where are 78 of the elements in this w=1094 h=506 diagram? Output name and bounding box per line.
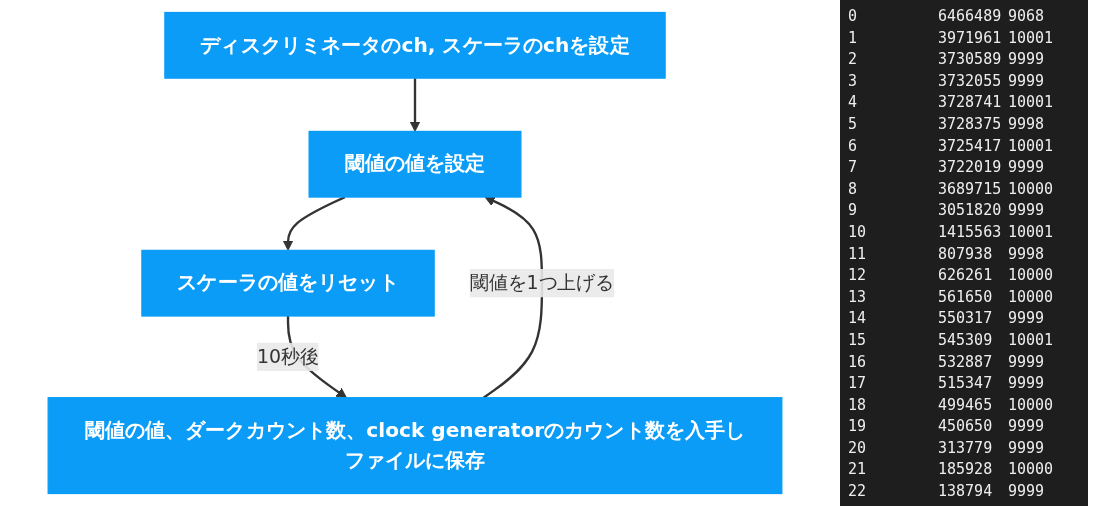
count-value: 1415563 (938, 221, 1003, 243)
clock-value: 10001 (1008, 92, 1055, 114)
count-value: 3732055 (938, 70, 1003, 92)
count-value: 138794 (938, 481, 994, 503)
row-number: 13 (848, 286, 868, 308)
clock-value: 9999 (1008, 373, 1046, 395)
row-number: 22 (848, 481, 868, 503)
node-box: ディスクリミネータのch, スケーラのchを設定 (164, 11, 666, 79)
clock-value: 9998 (1008, 113, 1046, 135)
row-number: 6 (848, 135, 859, 157)
clock-value: 9998 (1008, 243, 1046, 265)
count-value: 550317 (938, 308, 994, 330)
clock-value: 10001 (1008, 135, 1055, 157)
row-number: 14 (848, 308, 868, 330)
row-number: 1 (848, 27, 859, 49)
row-number: 4 (848, 92, 859, 114)
clock-value: 9999 (1008, 157, 1046, 179)
edge-label: 閾値を1つ上げる (469, 271, 615, 294)
count-value: 3728741 (938, 92, 1003, 114)
count-value: 3689715 (938, 178, 1003, 200)
clock-value: 9999 (1008, 70, 1046, 92)
count-value: 3722019 (938, 157, 1003, 179)
count-value: 3051820 (938, 200, 1003, 222)
row-number: 5 (848, 113, 859, 135)
clock-value: 9999 (1008, 481, 1046, 503)
count-value: 6466489 (938, 6, 1003, 27)
clock-value: 10001 (1008, 329, 1055, 351)
arrow (482, 196, 544, 399)
row-number: 21 (848, 459, 868, 481)
arrow (409, 78, 421, 132)
count-value: 561650 (938, 286, 994, 308)
edge-label: 10秒後 (257, 345, 319, 368)
row-number: 11 (848, 243, 868, 265)
count-value: 3725417 (938, 135, 1003, 157)
clock-value: 10001 (1008, 221, 1055, 243)
row-number: 17 (848, 373, 868, 395)
count-value: 3730589 (938, 49, 1003, 71)
row-number: 7 (848, 157, 859, 179)
count-value: 3971961 (938, 27, 1003, 49)
row-number: 16 (848, 351, 868, 373)
clock-value: 10000 (1008, 178, 1055, 200)
clock-value: 9999 (1008, 308, 1046, 330)
clock-value: 9999 (1008, 437, 1046, 459)
count-value: 515347 (938, 373, 994, 395)
row-number: 15 (848, 329, 868, 351)
clock-value: 9068 (1008, 6, 1046, 27)
row-number: 18 (848, 394, 868, 416)
clock-value: 10000 (1008, 265, 1055, 287)
clock-value: 10001 (1008, 27, 1055, 49)
clock-value: 9999 (1008, 49, 1046, 71)
row-number: 3 (848, 70, 859, 92)
row-number: 19 (848, 416, 868, 438)
clock-value: 10000 (1008, 459, 1055, 481)
row-number: 2 (848, 49, 859, 71)
row-number: 10 (848, 221, 868, 243)
count-value: 545309 (938, 329, 994, 351)
node-box: スケーラの値をリセット (141, 249, 435, 317)
count-value: 807938 (938, 243, 994, 265)
count-value: 532887 (938, 351, 994, 373)
count-value: 185928 (938, 459, 994, 481)
clock-value: 9999 (1008, 351, 1046, 373)
clock-value: 10000 (1008, 286, 1055, 308)
count-value: 626261 (938, 265, 994, 287)
clock-value: 10000 (1008, 394, 1055, 416)
clock-value: 9999 (1008, 416, 1046, 438)
count-value: 313779 (938, 437, 994, 459)
arrow (282, 196, 346, 251)
row-number: 8 (848, 178, 859, 200)
clock-value: 9999 (1008, 200, 1046, 222)
count-value: 450650 (938, 416, 994, 438)
count-value: 3728375 (938, 113, 1003, 135)
row-number: 0 (848, 6, 859, 27)
count-value: 499465 (938, 394, 994, 416)
row-number: 12 (848, 265, 868, 287)
node-box: 閾値の値を設定 (308, 130, 522, 198)
row-number: 9 (848, 200, 859, 222)
node-box: 閾値の値、ダークカウント数、clock generatorのカウント数を入手しファイルに保存 (47, 397, 783, 495)
row-number: 20 (848, 437, 868, 459)
